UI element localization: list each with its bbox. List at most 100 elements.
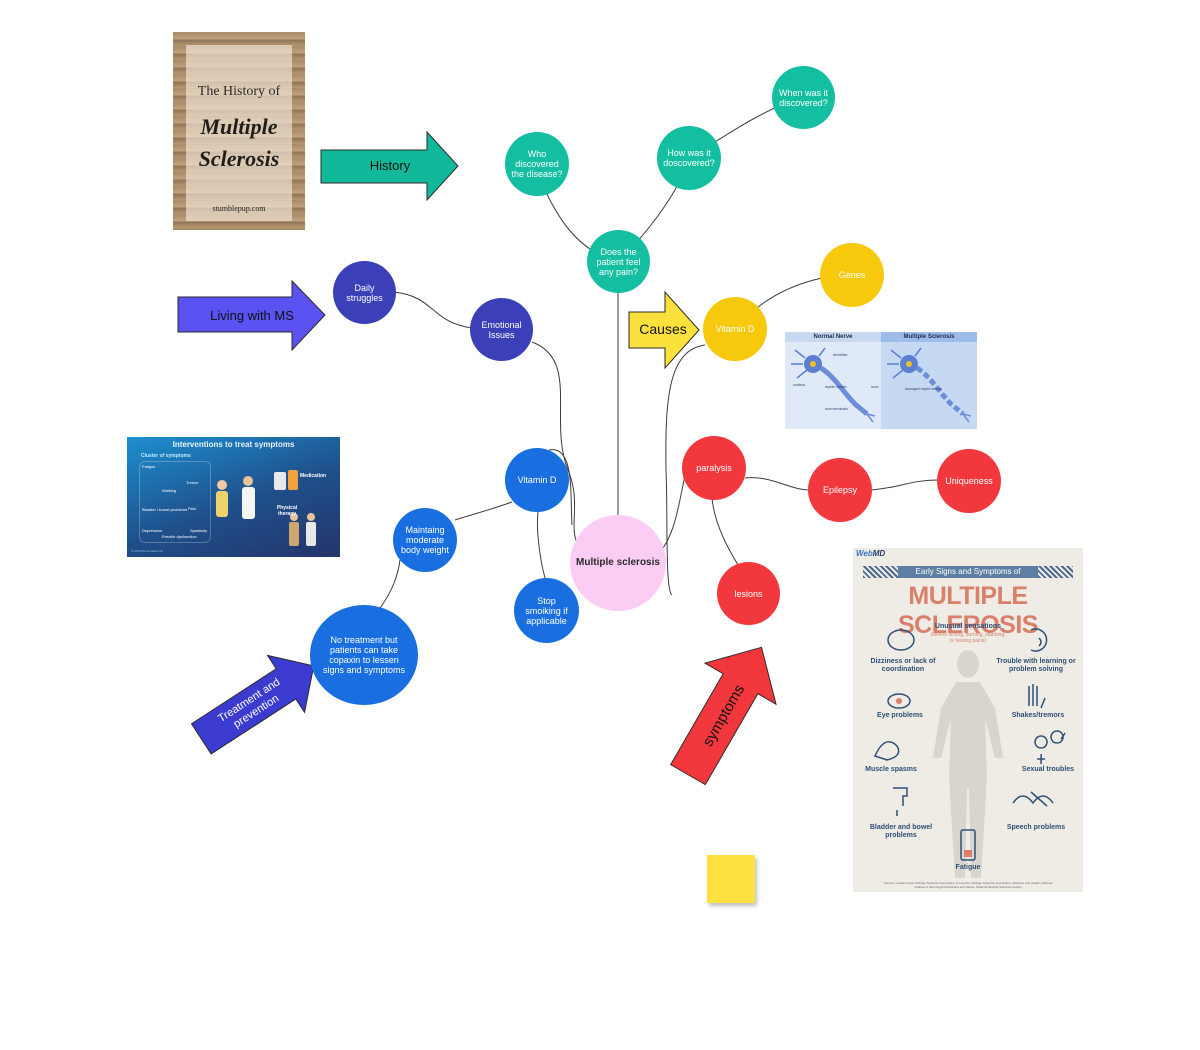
nerve-right-title: Multiple Sclerosis	[881, 332, 977, 342]
connector-treatment-1	[454, 501, 513, 521]
node-lesions[interactable]: lesions	[717, 562, 780, 625]
node-stop-smoking[interactable]: Stop smoiking if applicable	[514, 578, 579, 643]
interventions-symptom-cluster: Fatigue Walking Tremor Bladder / bowel p…	[139, 461, 211, 543]
webmd-item-eye: Eye problems	[877, 712, 923, 719]
node-pain[interactable]: Does the patient feel any pain?	[587, 230, 650, 293]
webmd-logo-md: MD	[872, 549, 886, 558]
connector-lines	[379, 96, 939, 609]
connector-symptoms-1	[744, 477, 811, 491]
node-emotional-issues[interactable]: Emotional Issues	[470, 298, 533, 361]
eye-pupil-icon	[896, 698, 902, 704]
interventions-symptom-3: Tremor	[186, 480, 199, 485]
nerve-label-nucleus: nucleus	[793, 383, 805, 387]
webmd-item-spasms: Muscle spasms	[865, 766, 917, 773]
webmd-title: MULTIPLE SCLEROSIS	[898, 582, 1038, 639]
node-daily-struggles-label: Daily struggles	[346, 282, 383, 303]
living-arrow: Living with MS	[177, 279, 326, 352]
webmd-unusual-title: Unusual sensations	[934, 623, 1002, 630]
living-arrow-shape	[177, 279, 326, 352]
node-epilepsy-label: Epilepsy	[822, 485, 858, 495]
interventions-symptom-7: Erectile dysfunction	[162, 534, 197, 539]
node-no-treatment[interactable]: No treatment but patients can take copax…	[310, 605, 418, 705]
nerve-illustration: dendrites nucleus myelin sheath axon axo…	[791, 347, 972, 423]
book-cover-line1: The History of	[197, 84, 281, 99]
interventions-symptom-2: Walking	[162, 488, 177, 493]
sticky-note[interactable]	[707, 855, 755, 903]
book-cover-panel	[186, 45, 292, 221]
node-vitamin-d-causes[interactable]: Vitamin D	[703, 297, 767, 361]
symptoms-arrow: symptoms	[669, 646, 777, 786]
interventions-medication: Medication	[300, 473, 327, 479]
node-genes-label: Genes	[838, 270, 866, 280]
battery-icon	[960, 829, 976, 861]
interventions-illustration	[216, 470, 316, 546]
node-daily-struggles[interactable]: Daily struggles	[333, 261, 396, 324]
muscle-icon	[873, 741, 900, 761]
connector-living-1	[392, 291, 473, 329]
webmd-subtitle: Early Signs and Symptoms of	[898, 566, 1038, 578]
node-vitamin-d-living[interactable]: Vitamin D	[505, 448, 569, 512]
interventions-symptom-4: Bladder / bowel problems	[142, 507, 188, 512]
gender-icon	[1034, 730, 1066, 764]
causes-arrow: Causes	[628, 290, 700, 370]
interventions-therapy: Physical therapy	[276, 505, 298, 517]
therapist-head-icon	[290, 513, 298, 521]
history-arrow-shape	[320, 130, 459, 202]
history-arrow: History	[320, 130, 459, 202]
walker-body-icon	[306, 522, 316, 546]
node-center[interactable]: Multiple sclerosis	[570, 515, 666, 611]
history-book-cover[interactable]: The History of Multiple Sclerosis stumbl…	[173, 32, 305, 230]
node-who-discovered[interactable]: Who discovered the disease?	[505, 132, 569, 196]
interventions-card[interactable]: Interventions to treat symptoms Cluster …	[127, 437, 340, 557]
connector-symptoms-2	[869, 479, 939, 491]
node-body-weight-label: Maintaing moderate body weight	[400, 525, 450, 555]
history-arrow-label: History	[370, 158, 411, 173]
treatment-arrow-shape	[190, 654, 315, 755]
nerve-comparison-card[interactable]: Normal Nerve Multiple Sclerosis dendrite…	[785, 332, 977, 429]
node-how-discovered-label: How was it doscovered?	[663, 148, 715, 168]
node-epilepsy[interactable]: Epilepsy	[808, 458, 872, 522]
node-vitamin-d-living-label: Vitamin D	[517, 475, 557, 485]
therapist-body-icon	[289, 522, 299, 546]
node-when-discovered[interactable]: When was it discovered?	[772, 66, 835, 129]
interventions-symptom-1: Fatigue	[142, 464, 156, 469]
node-body-weight[interactable]: Maintaing moderate body weight	[393, 508, 457, 572]
node-emotional-issues-label: Emotional Issues	[481, 319, 522, 340]
interventions-symptom-5: Pain	[188, 506, 197, 511]
normal-nerve-icon	[791, 347, 876, 423]
node-stop-smoking-label: Stop smoiking if applicable	[525, 595, 568, 626]
webmd-item-bladder: Bladder and bowel problems	[869, 824, 933, 839]
connector-symptoms-4	[659, 474, 686, 553]
node-paralysis-label: paralysis	[696, 463, 732, 473]
webmd-source: Sources: Cedars-Sinai, Multiple Sclerosi…	[883, 881, 1053, 889]
book-cover-line2: Multiple	[200, 114, 278, 139]
nerve-label-terminals: axon terminals	[825, 407, 848, 411]
connector-causes-2	[665, 344, 706, 596]
pill-bottle-icon	[288, 470, 298, 490]
doctor-coat-icon	[242, 487, 255, 519]
living-arrow-label: Living with MS	[210, 308, 294, 323]
interventions-credit: © 2013 Prime Medic Inc	[131, 549, 164, 553]
brain-head-icon	[1030, 628, 1048, 652]
connector-living-2	[531, 341, 591, 556]
battery-level-icon	[964, 850, 972, 857]
node-uniqueness[interactable]: Uniqueness	[937, 449, 1001, 513]
nerve-label-myelin: myelin sheath	[825, 385, 847, 389]
interventions-symptom-8: Spasticity	[190, 528, 208, 533]
webmd-infographic[interactable]: WebMD Early Signs and Symptoms of MULTIP…	[853, 548, 1083, 892]
body-silhouette-icon	[933, 650, 1003, 878]
interventions-title: Interventions to treat symptoms	[172, 440, 295, 449]
node-uniqueness-label: Uniqueness	[945, 476, 993, 486]
node-genes[interactable]: Genes	[820, 243, 884, 307]
eye-icon	[887, 693, 911, 709]
webmd-item-fatigue: Fatigue	[955, 864, 981, 871]
webmd-item-dizziness: Dizziness or lack of coordination	[870, 658, 936, 673]
node-paralysis[interactable]: paralysis	[682, 436, 746, 500]
node-how-discovered[interactable]: How was it doscovered?	[657, 126, 721, 190]
connector-symptoms-3	[711, 497, 741, 569]
causes-arrow-shape	[628, 290, 700, 370]
node-when-discovered-label: When was it discovered?	[778, 87, 829, 108]
faucet-icon	[893, 787, 908, 816]
connector-treatment-2	[379, 559, 401, 609]
webmd-item-sexual: Sexual troubles	[1021, 766, 1075, 773]
